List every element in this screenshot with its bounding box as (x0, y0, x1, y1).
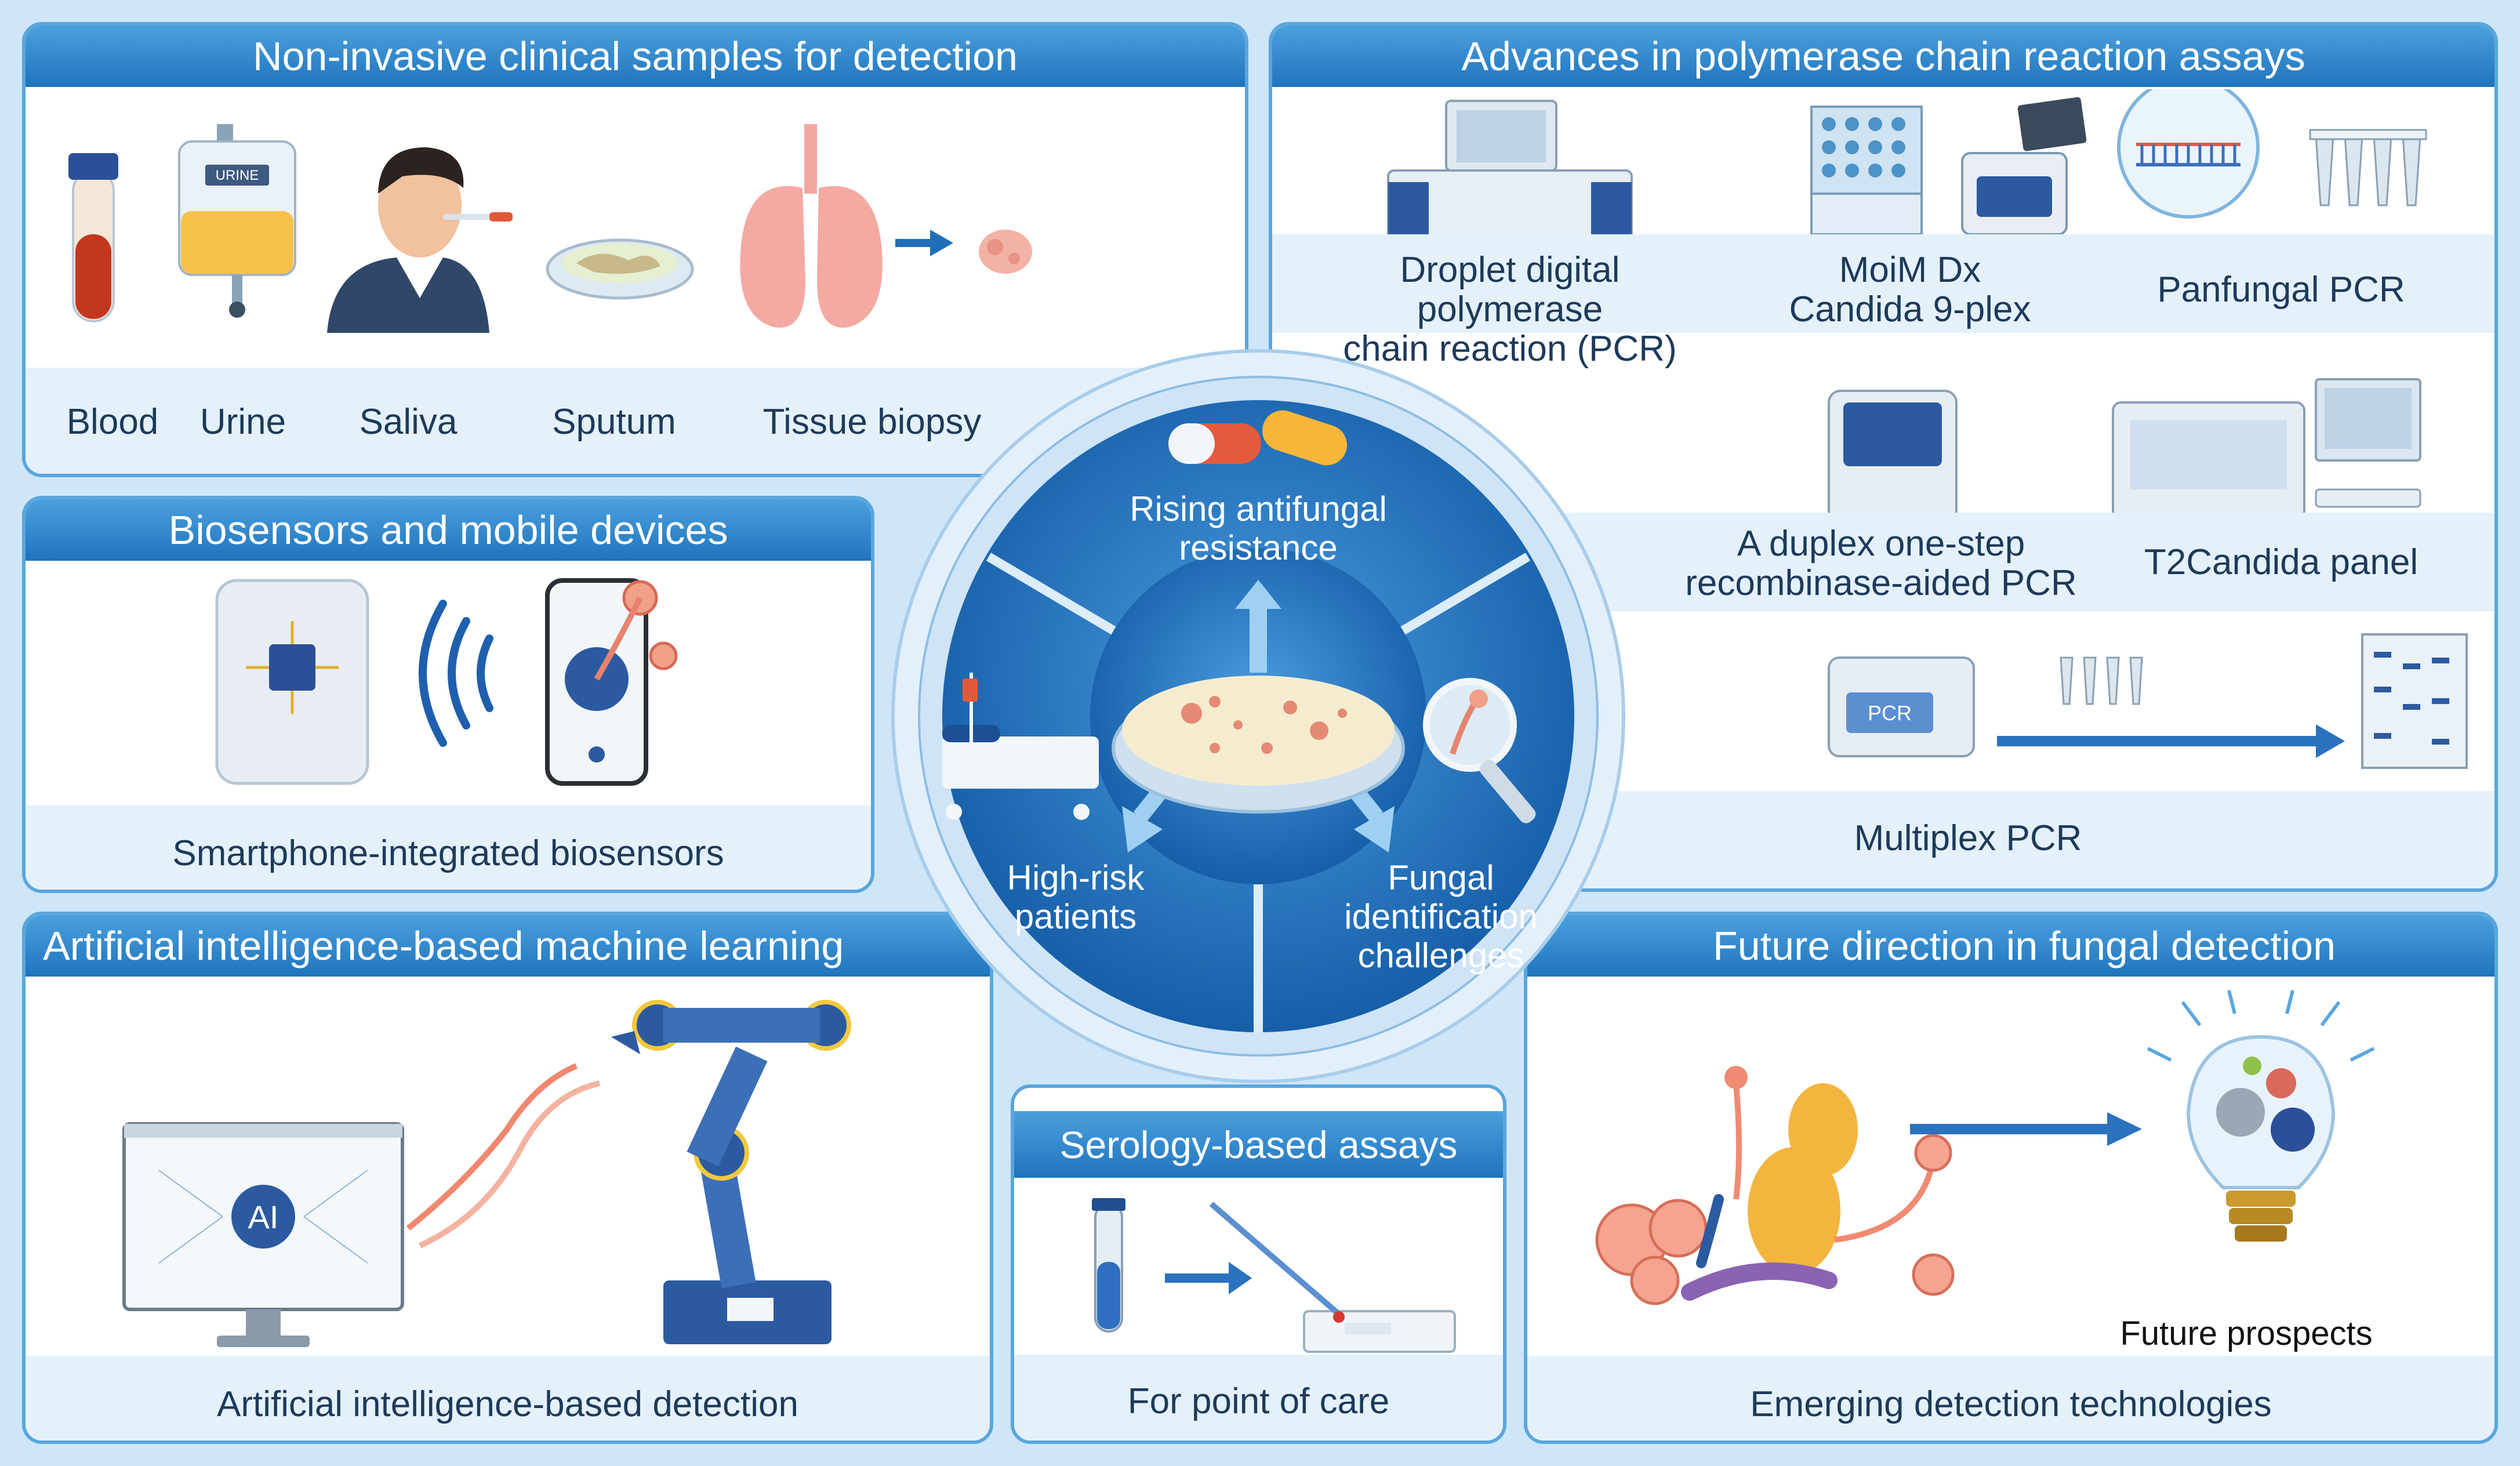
serology-panel: Serology-based assays For point of care (1011, 1084, 1506, 1444)
capsule-pills-icon (1168, 410, 1348, 466)
urine-bag-label: URINE (216, 168, 259, 183)
panfungal-dna-magnifier-icon (2117, 89, 2260, 219)
biosensor-chip-icon (215, 579, 369, 785)
pcr-panel: Advances in polymerase chain reaction as… (1269, 22, 2498, 892)
biosensors-title: Biosensors and mobile devices (26, 499, 871, 561)
pcr-tubes-icon (2309, 129, 2427, 206)
magnifier-fungi-icon (1423, 678, 1536, 823)
center-arrow-up-icon (1235, 580, 1281, 673)
wireless-signal-icon (419, 600, 493, 747)
pcr-illustrations: PCR (1387, 89, 2468, 769)
moim-plate-icon (1810, 106, 1923, 235)
samples-panel: Non-invasive clinical samples for detect… (22, 22, 1248, 477)
robot-arm-icon (611, 1000, 851, 1344)
biosensor-illustrations (215, 578, 678, 786)
serology-arrow-icon (1165, 1262, 1252, 1294)
pcr-band-1 (1272, 234, 2494, 333)
central-circle: Rising antifungal resistance High-risk p… (890, 348, 1626, 1084)
saliva-person-icon (327, 147, 513, 333)
neural-network-icon (158, 1170, 368, 1264)
lightbulb-gears-icon (2147, 990, 2375, 1242)
samples-illustrations: URINE (68, 124, 1032, 333)
future-panel: Future direction in fungal detection (1524, 912, 2498, 1444)
samples-title: Non-invasive clinical samples for detect… (26, 26, 1245, 87)
center-label-resistance: Rising antifungal resistance (1130, 489, 1387, 568)
future-label-band (1527, 1356, 2494, 1440)
t2candida-label: T2Candida panel (2144, 542, 2419, 582)
ai-caption: Artificial intelligence-based detection (217, 1384, 798, 1424)
multiplex-tubes-icon (2060, 656, 2143, 705)
pcr-device-label: PCR (1868, 701, 1912, 725)
moim-label: MoiM Dx Candida 9-plex (1789, 250, 2031, 330)
multiplex-arrow-icon (1997, 724, 2345, 758)
sample-label-saliva: Saliva (359, 402, 457, 442)
ai-label-band (26, 1356, 990, 1440)
dna-helix-icon (406, 1063, 601, 1249)
serology-caption: For point of care (1127, 1381, 1390, 1421)
serology-label-band (1014, 1355, 1503, 1440)
petri-dish-culture-icon (1112, 676, 1405, 814)
biopsy-arrow-icon (895, 230, 953, 256)
urine-bag-icon: URINE (178, 124, 296, 318)
sputum-dish-icon (546, 238, 694, 300)
future-title: Future direction in fungal detection (1527, 915, 2494, 977)
sample-label-urine: Urine (199, 402, 286, 442)
biosensors-panel: Biosensors and mobile devices Smartphone… (22, 496, 874, 893)
blood-tube-icon (68, 153, 118, 322)
pcr-title: Advances in polymerase chain reaction as… (1272, 26, 2494, 87)
ddpcr-machine-icon (1387, 100, 1633, 241)
smartphone-icon (545, 578, 678, 786)
biosensors-caption: Smartphone-integrated biosensors (172, 833, 724, 873)
future-prospects-label: Future prospects (2120, 1315, 2373, 1352)
ai-illustrations: AI (122, 1000, 851, 1347)
center-label-high-risk: High-risk patients (1007, 858, 1145, 937)
biosensors-label-band (26, 805, 871, 890)
hospital-bed-icon (942, 673, 1099, 820)
moim-analyzer-icon (1961, 97, 2087, 235)
ai-panel: Artificial intelligence-based machine le… (22, 912, 993, 1444)
center-label-identification: Fungal identification challenges (1344, 858, 1538, 975)
future-arrow-icon (1910, 1112, 2142, 1146)
sample-label-sputum: Sputum (552, 402, 676, 442)
lateral-flow-test-icon (1209, 1202, 1456, 1353)
t2candida-instrument-icon (2112, 378, 2421, 520)
ddpcr-label: Droplet digital polymerase chain reactio… (1343, 250, 1677, 369)
ai-title: Artificial intelligence-based machine le… (26, 915, 990, 977)
multiplex-label: Multiplex PCR (1854, 818, 2082, 858)
gel-electrophoresis-icon (2361, 633, 2468, 769)
serology-illustrations (1092, 1198, 1456, 1353)
central-circle-graphic (891, 349, 1625, 1083)
panfungal-label: Panfungal PCR (2157, 270, 2405, 310)
multiplex-thermocycler-icon: PCR (1828, 656, 1975, 757)
sample-label-blood: Blood (66, 402, 159, 442)
duplex-rpa-device-icon (1828, 390, 1958, 537)
future-illustrations (1595, 990, 2375, 1305)
ai-screen-label: AI (248, 1199, 279, 1235)
serum-tube-icon (1092, 1198, 1125, 1333)
ai-node-icon: AI (231, 1185, 295, 1249)
future-caption: Emerging detection technologies (1750, 1384, 2272, 1424)
fungi-cluster-icon (1595, 1066, 1955, 1305)
tissue-sample-icon (979, 230, 1032, 274)
duplex-label: A duplex one-step recombinase-aided PCR (1685, 524, 2077, 604)
sample-label-tissue-biopsy: Tissue biopsy (762, 402, 982, 442)
serology-title: Serology-based assays (1014, 1111, 1503, 1178)
lungs-icon (740, 124, 883, 328)
